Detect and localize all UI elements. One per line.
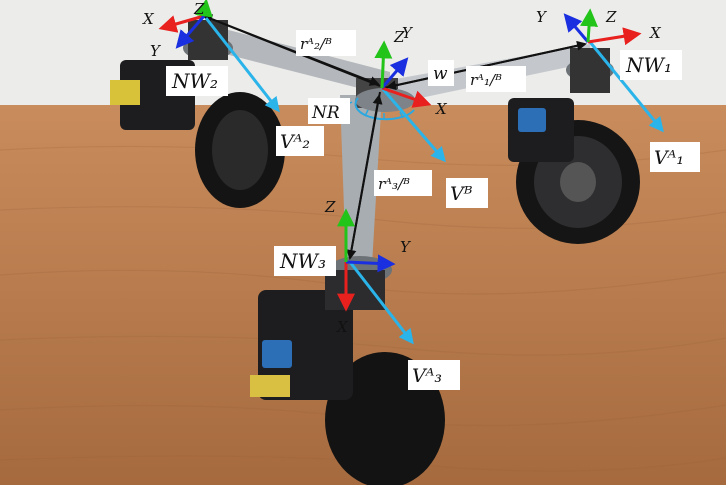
nw2-y-axis <box>175 15 206 49</box>
nw3-y-axis <box>345 254 396 273</box>
vb-arrow <box>380 87 446 163</box>
nw2-z-axis <box>195 0 213 18</box>
label-nw1: NW₁ <box>620 50 682 80</box>
body-x-label: X <box>435 100 448 118</box>
label-w-text: w <box>433 64 448 84</box>
nw1-z-label: Z <box>605 8 617 26</box>
label-va3-text: Vᴬ₃ <box>412 365 442 387</box>
nw2-x-axis <box>158 14 205 33</box>
nw2-y-label: Y <box>150 42 162 60</box>
label-va1-text: Vᴬ₁ <box>654 147 684 169</box>
body-y-axis <box>380 57 409 89</box>
label-r-a1b-text: rᴬ₁/ᴮ <box>470 71 502 89</box>
r-a1b-arrow-back <box>386 43 586 91</box>
label-vb-text: Vᴮ <box>450 183 473 205</box>
r-a3b-arrow-back <box>349 94 383 259</box>
nw1-x-axis <box>587 27 642 46</box>
nw1-x-label: X <box>649 24 662 42</box>
nw2-z-label: Z <box>193 0 205 18</box>
nw3-x-label: X <box>336 318 349 336</box>
label-nw2: NW₂ <box>166 66 228 96</box>
nw1-z-axis <box>580 8 599 43</box>
label-nw2-text: NW₂ <box>171 69 218 93</box>
nw2-x-label: X <box>142 10 155 28</box>
label-va1: Vᴬ₁ <box>650 142 700 172</box>
va1-arrow <box>588 41 664 133</box>
label-va2: Vᴬ₂ <box>276 126 324 156</box>
va2-arrow <box>204 17 280 113</box>
frame-body: X Y Z <box>374 24 448 118</box>
frame-nw1: X Y Z <box>536 8 662 46</box>
label-r-a1b: rᴬ₁/ᴮ <box>466 66 526 92</box>
nw3-y-label: Y <box>400 238 412 256</box>
body-z-label: Z <box>393 28 405 46</box>
frame-nw3: X Y Z <box>324 198 412 336</box>
label-nw3: NW₃ <box>274 246 336 276</box>
label-vb: Vᴮ <box>446 178 488 208</box>
nw1-y-label: Y <box>536 8 548 26</box>
frame-nw2: X Y Z <box>142 0 213 60</box>
label-r-a2b: rᴬ₂/ᴮ <box>296 30 356 56</box>
label-r-a2b-text: rᴬ₂/ᴮ <box>300 35 332 53</box>
label-nw3-text: NW₃ <box>279 249 326 273</box>
label-w: w <box>428 60 454 86</box>
nw3-z-label: Z <box>324 198 336 216</box>
label-va3: Vᴬ₃ <box>408 360 460 390</box>
label-nw1-text: NW₁ <box>625 53 672 77</box>
body-x-axis <box>381 86 432 108</box>
body-z-axis <box>374 40 393 89</box>
label-r-a3b: rᴬ₃/ᴮ <box>374 170 432 196</box>
velocity-vectors <box>204 17 664 345</box>
body-y-label: Y <box>402 24 414 42</box>
va3-arrow <box>348 261 414 345</box>
label-r-a3b-text: rᴬ₃/ᴮ <box>378 175 410 193</box>
r-a2b-arrow-back <box>203 15 380 86</box>
label-nr: NR <box>308 98 350 124</box>
wheel-module-1 <box>508 48 640 244</box>
label-va2-text: Vᴬ₂ <box>280 131 310 153</box>
wheel-module-2 <box>110 20 285 208</box>
label-nr-text: NR <box>311 103 340 123</box>
nw1-y-axis <box>563 13 590 43</box>
